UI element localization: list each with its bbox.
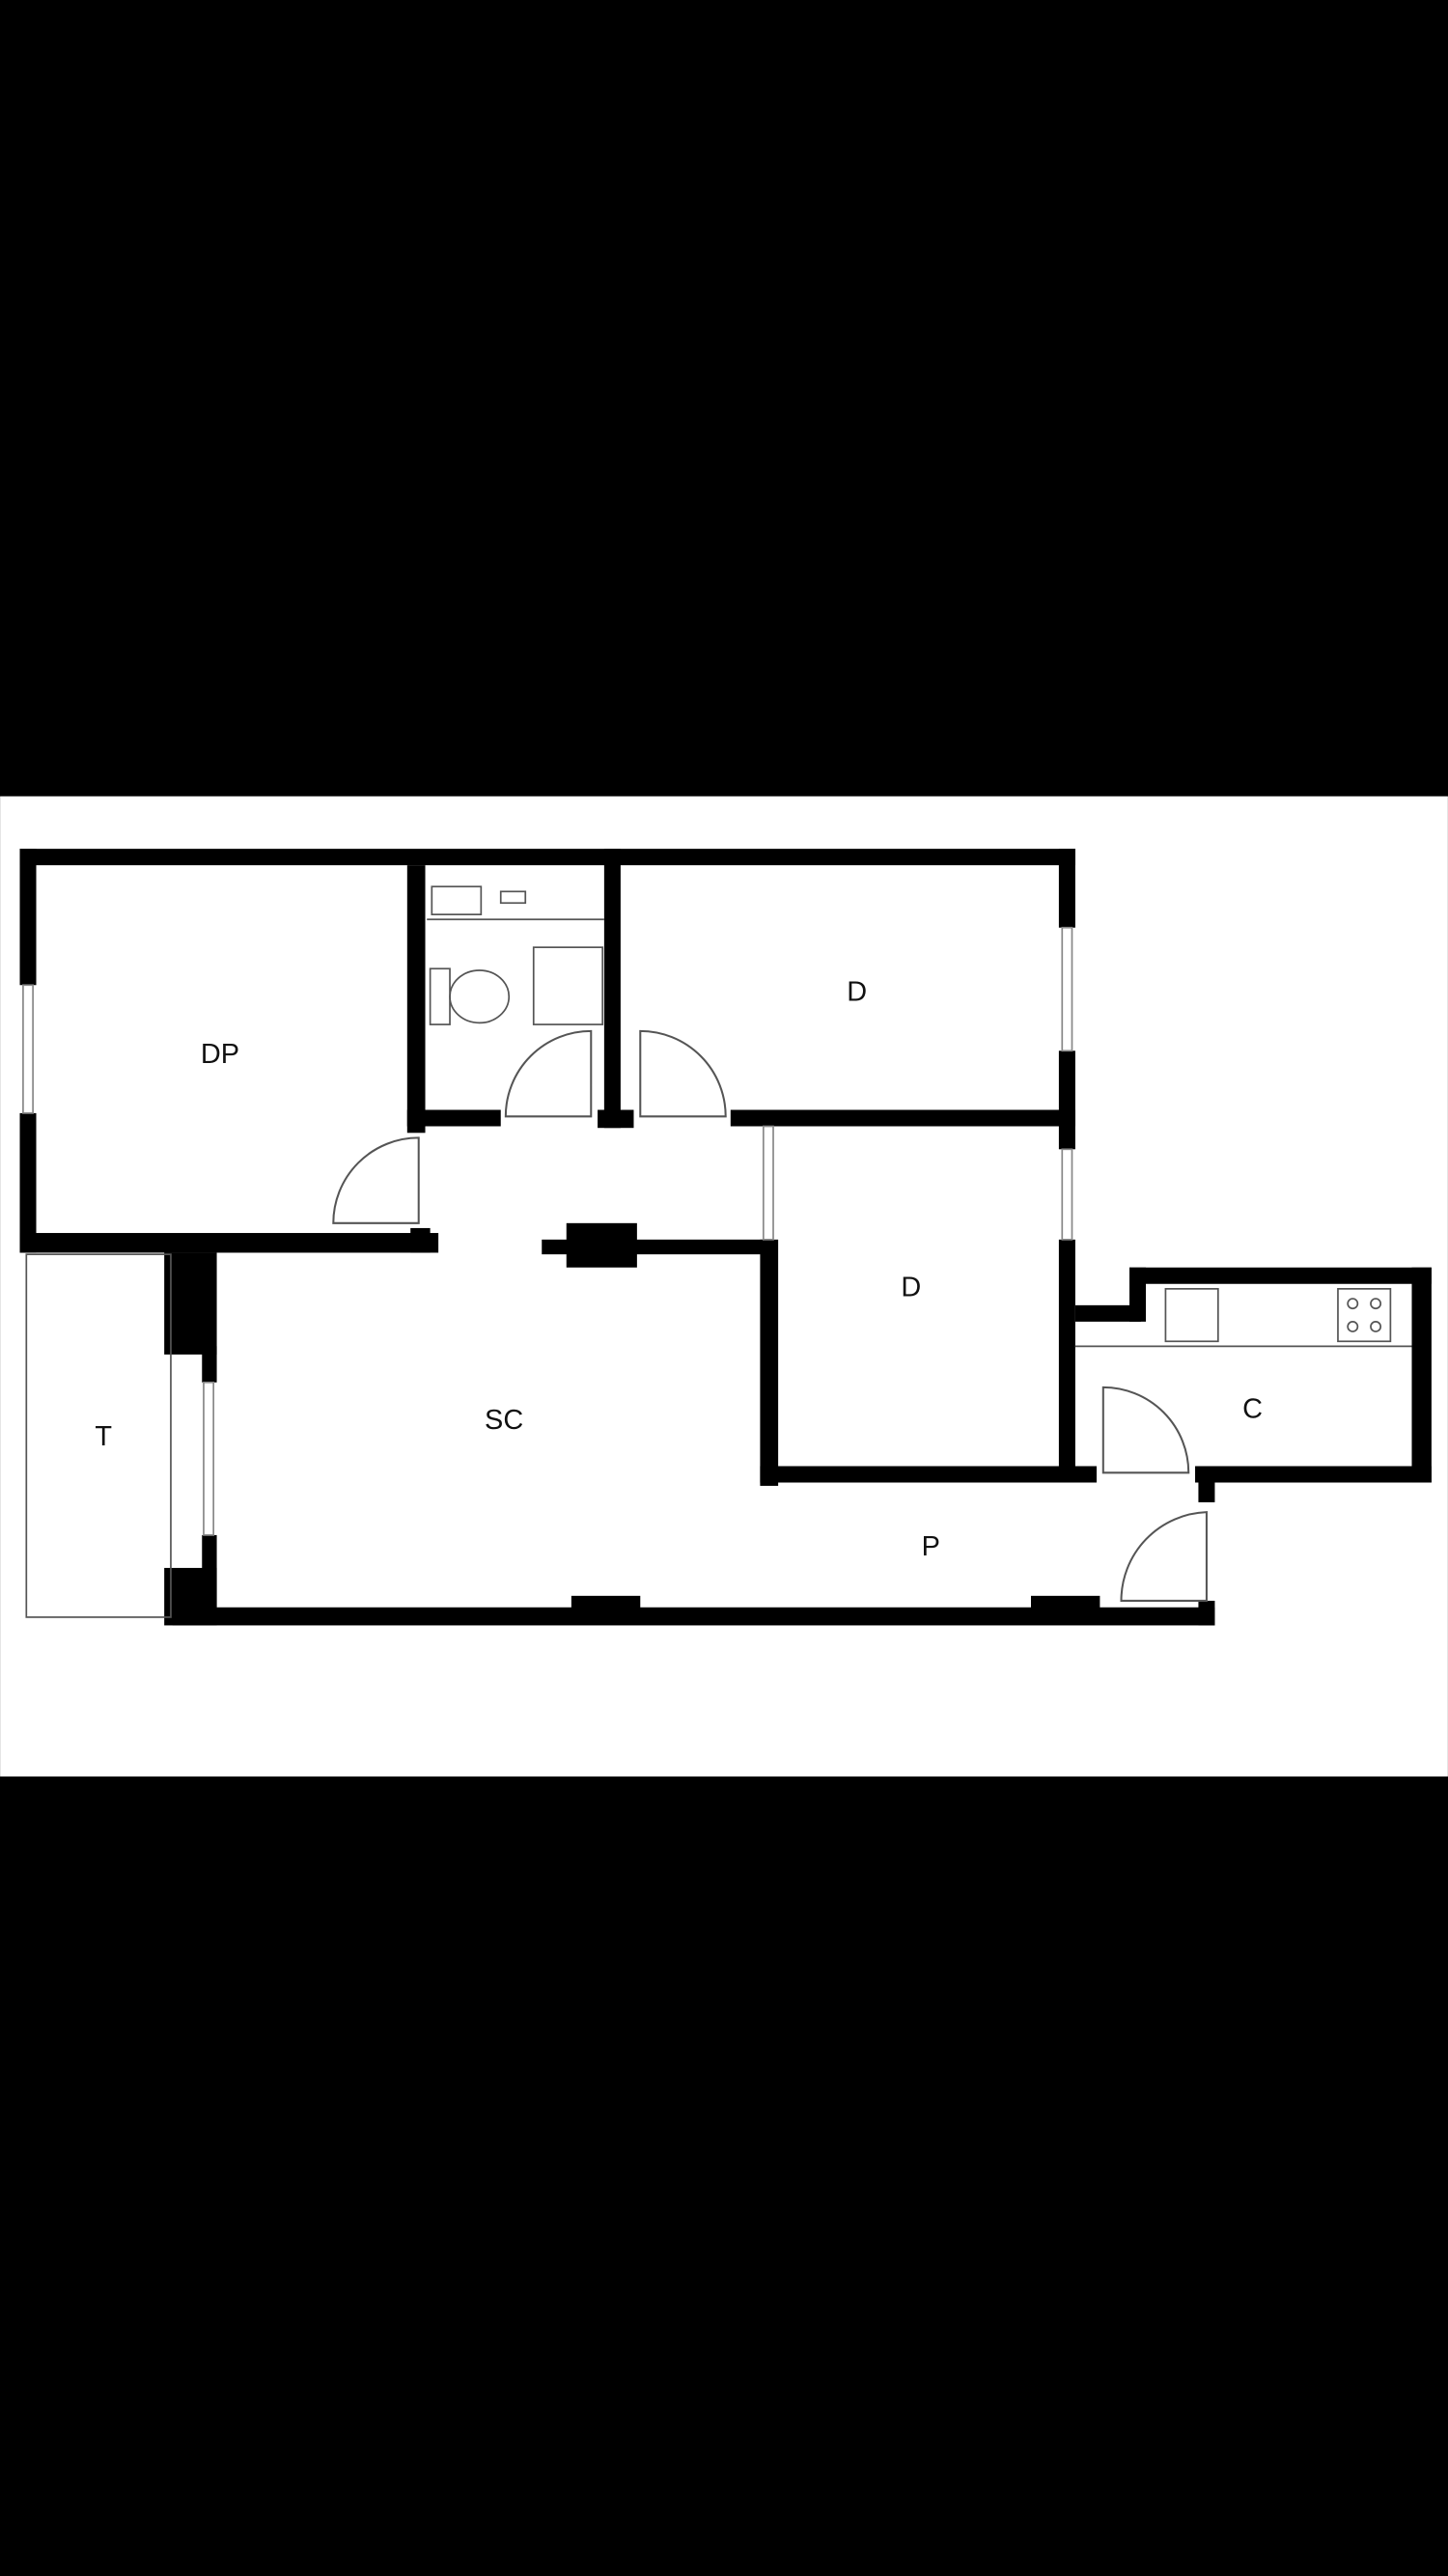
d1-right-wall-lower (1058, 1050, 1075, 1150)
dp-window (22, 984, 34, 1114)
c-bottom-wall (1195, 1466, 1432, 1483)
bath-d-jamb (598, 1109, 634, 1129)
room-label-c: C (1242, 1393, 1263, 1424)
stove-icon (1337, 1288, 1392, 1343)
bottom-pillar-2 (1030, 1595, 1100, 1612)
bath-bottom-wall (406, 1109, 501, 1127)
d2-sliding-door (762, 1125, 774, 1241)
d2-window (1061, 1148, 1073, 1241)
bath-shower-icon (431, 885, 483, 915)
room-label-dp: DP (201, 1039, 239, 1070)
burner-icon (1370, 1298, 1382, 1310)
room-label-d2: D (901, 1272, 921, 1302)
p-right-wall (1198, 1477, 1215, 1502)
burner-icon (1347, 1321, 1359, 1332)
terrace-outline (25, 1253, 172, 1618)
t-sc-pillar-bottom (164, 1567, 217, 1626)
fixtures (427, 885, 1412, 1348)
bottom-pillar-1 (571, 1595, 641, 1612)
central-column (566, 1222, 637, 1268)
doors (332, 1029, 1208, 1602)
burner-icon (1370, 1321, 1382, 1332)
d1-door[interactable] (639, 1029, 727, 1118)
room-label-d1: D (847, 976, 867, 1007)
d2-left-wall (760, 1239, 779, 1486)
kitchen-connector-wall (1074, 1304, 1141, 1322)
bath-door[interactable] (504, 1029, 593, 1118)
d1-right-wall (1058, 849, 1075, 928)
dp-left-wall-lower (19, 1112, 37, 1253)
sc-window (203, 1381, 215, 1536)
bath-d-wall (603, 849, 621, 1129)
c-door[interactable] (1101, 1386, 1190, 1474)
room-label-t: T (95, 1421, 112, 1452)
top-wall (19, 849, 1075, 866)
windows (22, 926, 1073, 1536)
burner-icon (1347, 1298, 1359, 1310)
dp-door-jamb (410, 1227, 431, 1253)
dp-door[interactable] (332, 1136, 420, 1224)
d2-right-wall (1058, 1239, 1075, 1483)
bath-accessory-icon (499, 890, 527, 905)
d1-bottom-wall (730, 1109, 1075, 1127)
t-sc-wall (202, 1346, 217, 1383)
t-sc-pillar-top (164, 1252, 217, 1355)
bath-sink-icon (532, 946, 604, 1025)
room-label-sc: SC (485, 1405, 523, 1436)
plan-paper (0, 796, 1448, 1777)
room-labels: DP D D SC T C P (95, 976, 1263, 1562)
kitchen-top-wall (1129, 1267, 1432, 1284)
entrance-door[interactable] (1120, 1511, 1208, 1602)
room-label-p: P (922, 1531, 940, 1562)
dp-right-wall (406, 865, 426, 1134)
d2-bottom-wall (760, 1466, 1098, 1483)
kitchen-sink-icon (1164, 1288, 1219, 1343)
d1-window (1061, 926, 1073, 1052)
kitchen-right-wall (1411, 1267, 1432, 1483)
dp-left-wall (19, 849, 37, 986)
bottom-wall (172, 1607, 1215, 1626)
toilet-bowl-icon (449, 969, 511, 1024)
walls (19, 849, 1432, 1626)
dp-bottom-wall (19, 1233, 439, 1253)
